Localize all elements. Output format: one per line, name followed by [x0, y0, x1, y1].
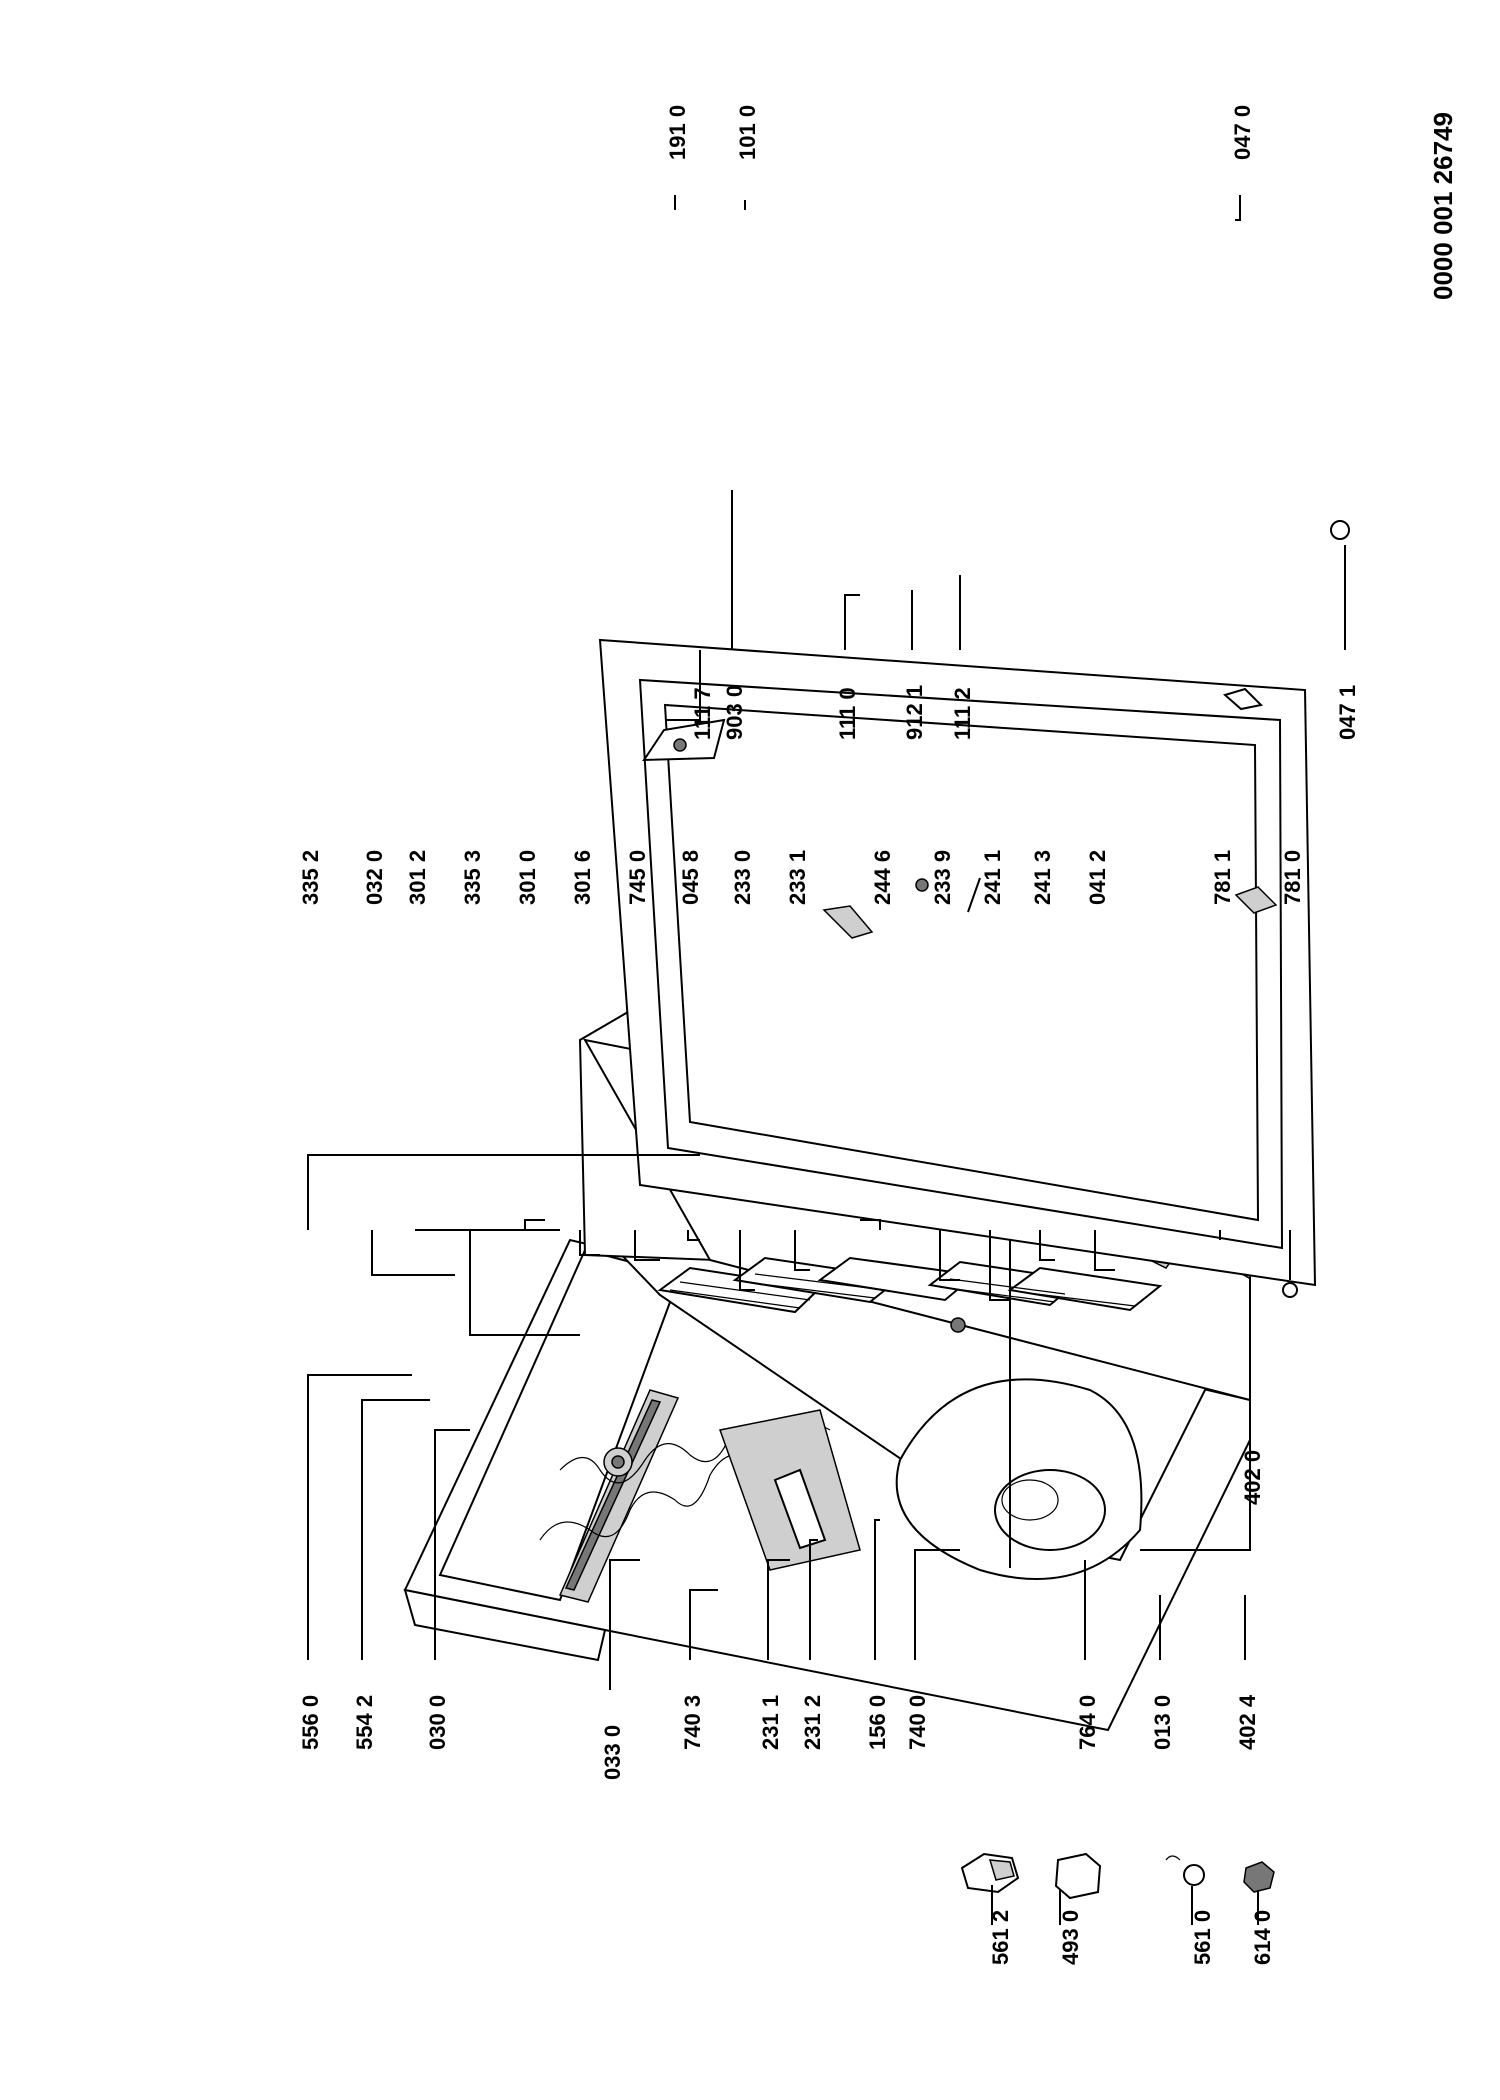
callout-033-0: 033 0 — [600, 1725, 625, 1780]
callout-335-3: 335 3 — [460, 850, 485, 905]
loose-part-561-2 — [960, 1852, 1020, 1925]
callout-903-0: 903 0 — [722, 685, 747, 740]
callout-554-2: 554 2 — [352, 1695, 377, 1750]
leader-lines — [307, 195, 1346, 1690]
callout-556-0: 556 0 — [298, 1695, 323, 1750]
callout-047-0: 047 0 — [1230, 105, 1255, 160]
callout-301-0: 301 0 — [515, 850, 540, 905]
callout-030-0: 030 0 — [425, 1695, 450, 1750]
callout-101-0: 101 0 — [735, 105, 760, 160]
callout-241-3: 241 3 — [1030, 850, 1055, 905]
freezer-door — [598, 520, 1350, 1287]
callout-244-6: 244 6 — [870, 850, 895, 905]
callout-764-0: 764 0 — [1075, 1695, 1100, 1750]
callout-614-0: 614 0 — [1250, 1910, 1275, 1965]
callout-740-0: 740 0 — [905, 1695, 930, 1750]
callout-301-2: 301 2 — [405, 850, 430, 905]
callout-041-2: 041 2 — [1085, 850, 1110, 905]
callout-156-0: 156 0 — [865, 1695, 890, 1750]
callout-781-0: 781 0 — [1280, 850, 1305, 905]
callout-745-0: 745 0 — [625, 850, 650, 905]
callout-241-1: 241 1 — [980, 850, 1005, 905]
callout-231-1: 231 1 — [758, 1695, 783, 1750]
callout-301-6: 301 6 — [570, 850, 595, 905]
callout-781-1: 781 1 — [1210, 850, 1235, 905]
callout-402-0: 402 0 — [1240, 1450, 1265, 1505]
document-number: 0000 001 26749 — [1428, 112, 1458, 300]
callout-493-0: 493 0 — [1058, 1910, 1083, 1965]
loose-part-614-0 — [1243, 1861, 1275, 1925]
callout-561-2: 561 2 — [988, 1910, 1013, 1965]
callout-561-0: 561 0 — [1190, 1910, 1215, 1965]
callout-111-7: 111 7 — [690, 687, 715, 740]
callout-233-0: 233 0 — [730, 850, 755, 905]
callout-labels: 561 2 493 0 561 0 614 0 556 0 554 2 030 … — [298, 105, 1360, 1965]
callout-231-2: 231 2 — [800, 1695, 825, 1750]
loose-part-493-0 — [1054, 1852, 1102, 1925]
callout-111-0: 111 0 — [835, 687, 860, 740]
callout-335-2: 335 2 — [298, 850, 323, 905]
callout-047-1: 047 1 — [1335, 685, 1360, 740]
callout-032-0: 032 0 — [362, 850, 387, 905]
callout-191-0: 191 0 — [665, 105, 690, 160]
callout-045-8: 045 8 — [678, 850, 703, 905]
callout-233-1: 233 1 — [785, 850, 810, 905]
callout-740-3: 740 3 — [680, 1695, 705, 1750]
callout-912-1: 912 1 — [902, 685, 927, 740]
callout-013-0: 013 0 — [1150, 1695, 1175, 1750]
callout-111-2: 111 2 — [950, 687, 975, 740]
callout-233-9: 233 9 — [930, 850, 955, 905]
callout-402-4: 402 4 — [1235, 1694, 1260, 1750]
loose-part-561-0 — [1165, 1855, 1205, 1925]
